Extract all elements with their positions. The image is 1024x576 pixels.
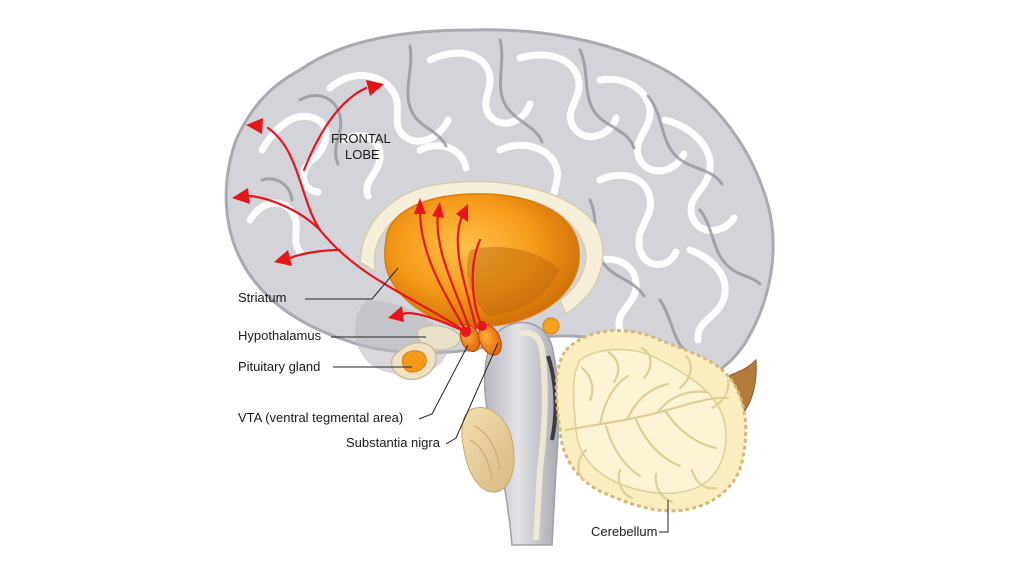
pons — [461, 407, 515, 493]
striatum-label: Striatum — [238, 290, 286, 305]
frontal-lobe-label-line2: LOBE — [345, 147, 380, 162]
striatum-region — [384, 193, 580, 335]
cerebellum — [554, 329, 748, 513]
vta-leader — [418, 344, 469, 420]
cerebellum-leader — [659, 500, 669, 533]
cerebellum-label: Cerebellum — [591, 524, 657, 539]
hypothalamus-label: Hypothalamus — [238, 328, 322, 343]
brainstem — [461, 321, 560, 546]
substantia-nigra-leader — [445, 342, 499, 445]
mammillary-body — [542, 317, 560, 335]
pituitary-gland-label: Pituitary gland — [238, 359, 320, 374]
dopamine-pathways — [232, 80, 484, 334]
substantia-nigra-label: Substantia nigra — [346, 435, 441, 450]
frontal-lobe-label-line1: FRONTAL — [331, 131, 391, 146]
vta-label: VTA (ventral tegmental area) — [238, 410, 403, 425]
striatum-leader — [305, 267, 399, 300]
